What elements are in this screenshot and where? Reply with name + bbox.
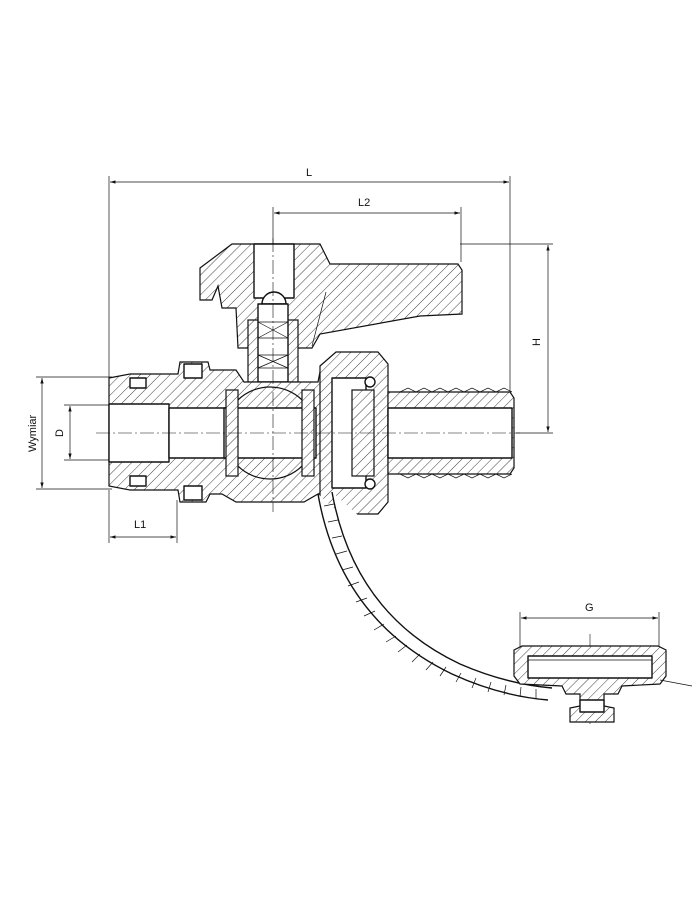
- dimension-H: H: [460, 243, 553, 434]
- dimension-label-D: D: [54, 429, 66, 437]
- protective-cap: [513, 645, 693, 723]
- dimension-label-wymiar: Wymiar: [27, 414, 39, 452]
- dimension-G: G: [519, 602, 660, 650]
- dimension-D: D: [54, 404, 112, 461]
- dimension-L: L: [108, 167, 511, 392]
- valve-handle: [199, 243, 463, 349]
- dimension-wymiar: Wymiar: [27, 376, 112, 490]
- dimension-label-L1: L1: [134, 519, 146, 531]
- dimension-label-L2: L2: [358, 197, 370, 209]
- dimension-label-G: G: [585, 602, 594, 614]
- retaining-chain: [317, 491, 553, 701]
- dimension-label-H: H: [531, 338, 543, 346]
- dimension-L1: L1: [108, 490, 178, 543]
- dimension-label-L: L: [306, 167, 312, 179]
